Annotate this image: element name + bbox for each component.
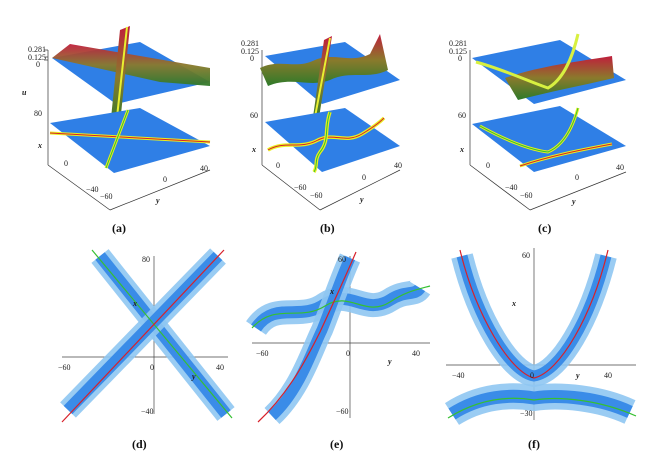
panel-f-red-line <box>459 249 609 379</box>
panel-a-y-tick-2: 40 <box>200 164 208 173</box>
panel-a-upper-crest <box>115 26 128 127</box>
panel-a: 0.281 0.125 0 u 80 x 0 −40 −60 0 40 y (a… <box>22 26 211 235</box>
panel-d-red-line <box>61 249 225 423</box>
panel-f-h-tick-0: −40 <box>452 371 465 380</box>
panel-a-y-tick-1: 0 <box>163 175 167 184</box>
panel-b-caption: (b) <box>320 221 335 235</box>
panel-d-x-label: x <box>132 299 137 308</box>
panel-e-band-diag-core <box>268 255 356 421</box>
panel-b-u-tick-0: 0.281 <box>241 39 259 48</box>
panel-b-y-tick-1: 0 <box>362 173 366 182</box>
panel-e-caption: (e) <box>330 437 343 451</box>
panel-d-green-line <box>91 249 233 419</box>
panel-b-x-label: x <box>251 145 256 154</box>
panel-b-x-tick-0: 60 <box>250 111 258 120</box>
panel-c-u-tick-1: 0.125 <box>449 47 467 56</box>
panel-f: 60 −30 −40 0 40 x y (f) <box>444 248 637 451</box>
panel-a-lower-plane <box>50 108 210 173</box>
panel-b-x-tick-1: 0 <box>276 161 280 170</box>
panel-c-y-tick-0: −60 <box>520 191 533 200</box>
panel-c-y-label: y <box>571 197 576 206</box>
panel-e-h-tick-0: −60 <box>256 349 269 358</box>
panel-a-u-tick-2: 0 <box>36 60 40 69</box>
panel-d-band-2-core <box>63 251 223 415</box>
panel-f-x-label: x <box>511 299 516 308</box>
panel-c-u-tick-2: 0 <box>458 54 462 63</box>
panel-a-u-tick-1: 0.125 <box>28 53 46 62</box>
panel-d-v-tick-1: −40 <box>141 407 154 416</box>
panel-a-u-tick-0: 0.281 <box>28 45 46 54</box>
panel-f-v-tick-1: −30 <box>520 409 533 418</box>
panel-c-lower-band-parabola-c <box>479 107 579 153</box>
panel-c-y-tick-2: 40 <box>616 163 624 172</box>
panel-c-axes <box>469 50 627 211</box>
panel-b-u-tick-1: 0.125 <box>241 47 259 56</box>
panel-a-x-tick-2: −40 <box>86 185 99 194</box>
panel-c-u-tick-0: 0.281 <box>449 39 467 48</box>
panel-d-y-label: y <box>191 372 196 381</box>
panel-a-y-label: y <box>155 196 160 205</box>
panel-b-lower-plane <box>265 108 400 172</box>
panel-a-lower-band-2c <box>105 109 129 169</box>
panel-f-v-tick-0: 60 <box>522 251 530 260</box>
panel-c-upper-crest-parabola <box>475 33 580 90</box>
panel-e-y-label: y <box>387 357 392 366</box>
panel-b-lower-band-2c <box>313 111 331 173</box>
panel-d-v-tick-0: 80 <box>142 255 150 264</box>
panel-b-y-tick-0: −60 <box>310 191 323 200</box>
panel-e-green-line <box>251 285 431 329</box>
panel-d-h-tick-2: 40 <box>216 363 224 372</box>
panel-e-v-tick-0: 60 <box>338 255 346 264</box>
panel-b-y-tick-2: 40 <box>394 161 402 170</box>
panel-d-h-tick-1: 0 <box>150 363 154 372</box>
panel-a-caption: (a) <box>112 221 126 235</box>
panel-a-upper-wave-red <box>52 44 210 86</box>
panel-a-axes <box>44 49 211 211</box>
panel-f-band-bottom-core <box>448 389 633 420</box>
panel-a-x-tick-1: 0 <box>64 159 68 168</box>
panel-a-y-tick-0: −60 <box>100 192 113 201</box>
panel-c-lower-band-line-c <box>519 143 613 167</box>
panel-a-lower-band-1c <box>49 132 211 143</box>
panel-d: 80 −40 −60 0 40 x y (d) <box>58 248 235 451</box>
panel-b-x-tick-2: −60 <box>294 183 307 192</box>
panel-c-x-tick-0: 60 <box>458 111 466 120</box>
panel-b-upper-crest <box>313 37 331 123</box>
panel-e: 60 −60 −60 0 40 x y (e) <box>246 251 431 451</box>
panel-b: 0.281 0.125 0 60 x 0 −60 −60 0 40 y (b) <box>241 34 402 235</box>
panel-c-x-tick-2: −40 <box>505 183 518 192</box>
panel-e-red-line <box>257 251 357 423</box>
panel-c: 0.281 0.125 0 60 x 0 −40 −60 0 40 y (c) <box>449 33 627 235</box>
panel-e-h-tick-1: 0 <box>346 349 350 358</box>
panel-c-x-tick-1: 0 <box>486 161 490 170</box>
panel-b-lower-band-1c <box>267 117 385 151</box>
panel-b-y-label: y <box>359 195 364 204</box>
panel-c-lower-plane <box>472 106 626 172</box>
panel-d-h-tick-0: −60 <box>58 363 71 372</box>
panel-b-u-tick-2: 0 <box>250 54 254 63</box>
panel-d-caption: (d) <box>132 437 147 451</box>
panel-a-u-label: u <box>22 88 27 97</box>
panel-c-x-label: x <box>459 145 464 154</box>
panel-f-h-tick-2: 40 <box>604 371 612 380</box>
panel-e-x-label: x <box>329 287 334 296</box>
panel-f-h-tick-1: 0 <box>530 371 534 380</box>
panel-a-x-tick-0: 80 <box>34 109 42 118</box>
panel-a-x-label: x <box>37 141 42 150</box>
panel-f-caption: (f) <box>528 437 540 451</box>
panel-e-v-tick-1: −60 <box>336 407 349 416</box>
panel-f-y-label: y <box>575 371 580 380</box>
panel-e-h-tick-2: 40 <box>412 349 420 358</box>
panel-f-green-line <box>447 397 637 419</box>
panel-c-y-tick-1: 0 <box>575 173 579 182</box>
panel-c-caption: (c) <box>538 221 551 235</box>
